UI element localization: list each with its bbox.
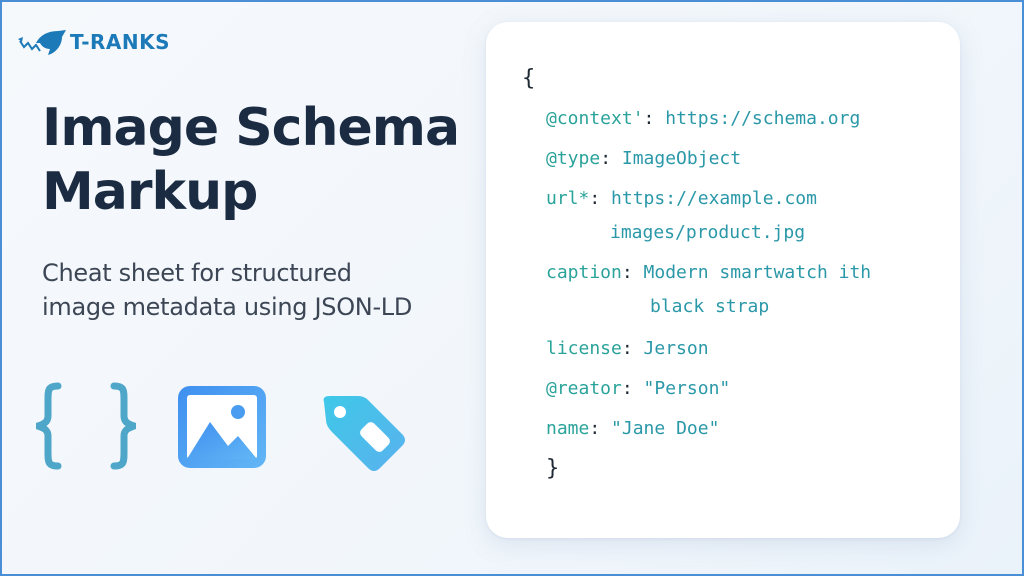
code-sep: : bbox=[589, 188, 601, 209]
code-line-url-cont: images/product.jpg bbox=[610, 222, 805, 243]
code-value: ImageObject bbox=[621, 148, 742, 169]
code-sep: : bbox=[589, 418, 601, 439]
code-value: "Person" bbox=[643, 378, 731, 399]
code-key: name bbox=[546, 418, 590, 439]
close-brace: } bbox=[546, 456, 560, 481]
brand-logo[interactable]: T-RANKS bbox=[18, 27, 170, 57]
title-line-1: Image Schema bbox=[42, 98, 460, 158]
code-line-type: @type: ImageObject bbox=[546, 148, 741, 169]
code-key: license bbox=[546, 338, 622, 359]
code-value: https://example.com bbox=[611, 188, 817, 209]
page-title: Image Schema Markup bbox=[42, 96, 460, 224]
code-value: Jerson bbox=[643, 338, 709, 359]
code-sep: : bbox=[621, 262, 633, 283]
code-line-name: name: "Jane Doe" bbox=[546, 418, 719, 439]
open-brace: { bbox=[522, 66, 536, 91]
curly-braces-icon bbox=[36, 382, 136, 470]
code-line-license: license: Jerson bbox=[546, 338, 709, 359]
code-line-caption: caption: Modern smartwatch ith bbox=[546, 262, 871, 283]
subtitle-line-2: image metadata using JSON-LD bbox=[42, 293, 413, 321]
image-icon bbox=[178, 386, 266, 468]
code-key: url* bbox=[546, 188, 590, 209]
code-value: "Jane Doe" bbox=[611, 418, 720, 439]
page-subtitle: Cheat sheet for structured image metadat… bbox=[42, 256, 412, 324]
code-key: caption bbox=[546, 262, 622, 283]
code-value-continued: images/product.jpg bbox=[610, 222, 806, 243]
shark-growth-icon bbox=[18, 30, 66, 55]
code-sep: : bbox=[600, 148, 612, 169]
brand-name: T-RANKS bbox=[70, 30, 171, 54]
code-line-context: @context': https://schema.org bbox=[546, 108, 860, 129]
code-value-continued: black strap bbox=[650, 296, 770, 317]
json-ld-code-card: { @context': https://schema.org @type: I… bbox=[486, 22, 960, 538]
code-line-creator: @reator: "Person" bbox=[546, 378, 730, 399]
code-sep: : bbox=[643, 108, 655, 129]
tag-icon bbox=[323, 396, 405, 471]
title-line-2: Markup bbox=[42, 162, 258, 222]
code-value: https://schema.org bbox=[665, 108, 861, 129]
code-sep: : bbox=[621, 378, 633, 399]
code-key: @type bbox=[546, 148, 601, 169]
code-block: { @context': https://schema.org @type: I… bbox=[486, 22, 960, 538]
code-key: @context' bbox=[546, 108, 644, 129]
code-key: @reator bbox=[546, 378, 622, 399]
code-value: Modern smartwatch ith bbox=[643, 262, 872, 283]
code-sep: : bbox=[621, 338, 633, 359]
subtitle-line-1: Cheat sheet for structured bbox=[42, 259, 352, 287]
code-line-url: url*: https://example.com bbox=[546, 188, 817, 209]
code-line-caption-cont: black strap bbox=[650, 296, 769, 317]
